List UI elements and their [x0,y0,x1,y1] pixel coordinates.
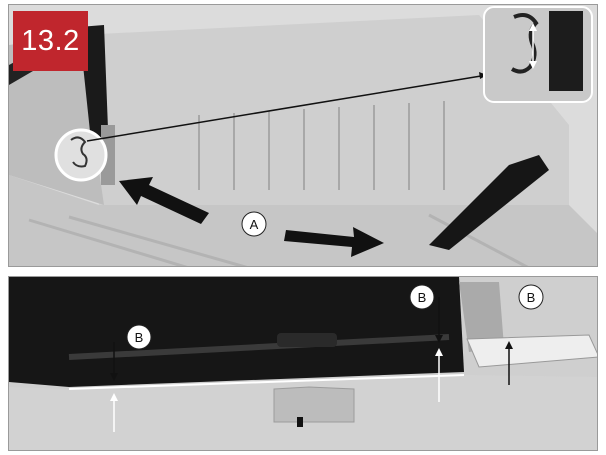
callout-a-circle [241,211,267,237]
arrow-b-mid-down [435,335,443,343]
callout-b-middle-label: B [418,290,427,305]
callout-b-left-label: B [135,330,144,345]
end-cap [466,334,597,368]
right-bracket [459,282,504,352]
zoom-clamp-sketch [70,136,88,168]
arrow-b-left-up [110,393,118,401]
bed-wall-ribs [198,101,445,190]
callout-a-label: A [250,217,259,232]
inset-arrow-down [529,61,537,69]
arrow-left [119,177,209,224]
right-rail [429,155,549,250]
cover-rail [68,334,450,360]
cover-adjustment-drawing: B B B [9,277,597,450]
leader-line [86,74,488,142]
gap-arrows-dark [113,297,510,385]
arrow-b-mid-up [435,348,443,356]
bed-overview-illustration: A 13.2 [8,4,598,267]
arrow-b-left-down [110,373,118,381]
gap-arrows [113,352,440,432]
cover-adjustment-illustration: B B B [8,276,598,451]
bed-floor-ribs [28,213,529,266]
callout-b-middle-circle [409,284,435,310]
inset-clamp [510,13,539,74]
callout-b-right-circle [518,284,544,310]
step-number-badge: 13.2 [13,11,88,71]
inset-arrow-up [529,23,537,31]
callout-b-right-label: B [527,290,536,305]
zoom-circle [54,128,108,182]
arrow-b-right-up [505,341,513,349]
callout-b-left-circle [126,324,152,350]
bed-overview-drawing: A [9,5,597,266]
arrow-right [284,227,384,257]
handle-clip [297,417,303,427]
mounting-bracket [101,125,115,185]
cover-latch [277,333,337,347]
tonneau-cover [9,277,464,387]
tailgate-handle [273,386,355,423]
inset-rail [549,11,583,91]
tailgate-edge [68,374,465,390]
bed-front-wall [79,15,569,205]
